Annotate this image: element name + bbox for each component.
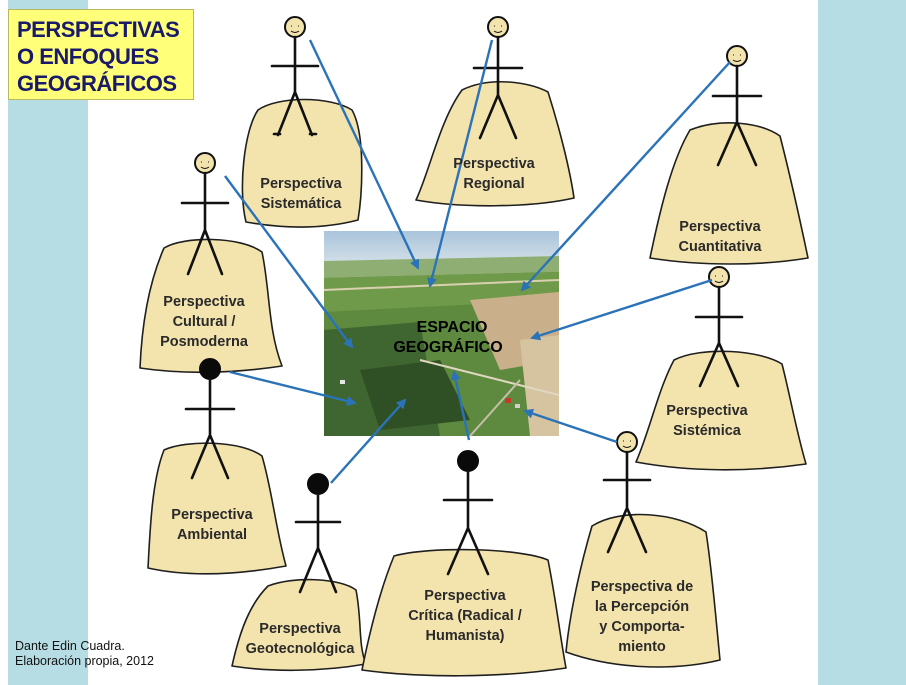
label-line: Humanista)	[426, 628, 505, 644]
person-sistematica	[270, 16, 320, 137]
label-sistematica: Perspectiva Sistemática	[260, 176, 342, 212]
label-line: Regional	[463, 176, 524, 192]
label-ambiental: Perspectiva Ambiental	[171, 507, 253, 543]
arrow-percepcion	[523, 408, 618, 444]
label-line: Cuantitativa	[679, 239, 763, 255]
person-percepcion	[602, 431, 652, 554]
arrow-sistematica	[308, 39, 420, 270]
arrow-regional	[427, 39, 494, 288]
person-cuantitativa	[711, 45, 763, 167]
title-line: PERSPECTIVAS	[17, 17, 180, 42]
label-line: Perspectiva	[424, 588, 506, 604]
label-line: y Comporta-	[599, 619, 685, 635]
label-line: Posmoderna	[160, 334, 249, 350]
person-ambiental	[184, 358, 236, 480]
arrow-critica	[450, 370, 471, 441]
person-regional	[472, 16, 524, 140]
arrow-cultural	[224, 175, 354, 349]
label-cuantitativa: Perspectiva Cuantitativa	[679, 219, 763, 255]
title-line: GEOGRÁFICOS	[17, 71, 177, 96]
label-line: Perspectiva	[666, 403, 748, 419]
label-line: Sistémica	[673, 423, 742, 439]
hill-ambiental	[147, 442, 287, 575]
arrow-cuantitativa	[520, 61, 731, 292]
person-cultural	[180, 152, 230, 276]
label-line: Crítica (Radical /	[408, 608, 522, 624]
hill-regional	[415, 80, 575, 207]
author-credit: Dante Edin Cuadra. Elaboración propia, 2…	[15, 639, 154, 669]
label-line: Perspectiva de	[591, 579, 693, 595]
label-sistemica: Perspectiva Sistémica	[666, 403, 748, 439]
person-geotecnologica	[294, 473, 342, 594]
person-critica	[442, 450, 494, 576]
label-line: Perspectiva	[260, 176, 342, 192]
label-geotecnologica: Perspectiva Geotecnológica	[246, 621, 356, 657]
arrow-ambiental	[229, 370, 357, 406]
label-line: Perspectiva	[163, 294, 245, 310]
label-line: Sistemática	[261, 196, 343, 212]
center-label-line: GEOGRÁFICO	[393, 337, 502, 356]
label-line: Perspectiva	[259, 621, 341, 637]
label-line: miento	[618, 639, 666, 655]
label-critica: Perspectiva Crítica (Radical / Humanista…	[408, 588, 522, 644]
credit-line: Dante Edin Cuadra.	[15, 639, 125, 653]
hill-geotecnologica	[231, 578, 367, 672]
right-side-band	[818, 0, 906, 685]
title-line: O ENFOQUES	[17, 44, 159, 69]
credit-line: Elaboración propia, 2012	[15, 654, 154, 668]
aerial-photo: ESPACIO GEOGRÁFICO	[323, 231, 560, 437]
label-line: Ambiental	[177, 527, 247, 543]
label-line: Cultural /	[173, 314, 236, 330]
hill-sistemica	[635, 350, 807, 471]
title-box: PERSPECTIVAS O ENFOQUES GEOGRÁFICOS	[8, 9, 194, 100]
label-line: la Percepción	[595, 599, 689, 615]
hill-sistematica	[241, 98, 363, 228]
label-regional: Perspectiva Regional	[453, 156, 535, 192]
center-label-line: ESPACIO	[417, 319, 488, 336]
label-line: Perspectiva	[453, 156, 535, 172]
arrow-sistemica	[530, 278, 713, 341]
label-percepcion: Perspectiva de la Percepción y Comporta-…	[591, 579, 693, 655]
hill-cuantitativa	[649, 122, 809, 265]
hill-percepcion	[565, 513, 721, 668]
label-line: Perspectiva	[171, 507, 253, 523]
person-sistemica	[694, 266, 744, 388]
label-line: Geotecnológica	[246, 641, 356, 657]
label-line: Perspectiva	[679, 219, 761, 235]
label-cultural: Perspectiva Cultural / Posmoderna	[160, 294, 249, 350]
arrow-geotecnologica	[330, 398, 407, 484]
left-side-band	[8, 0, 88, 685]
hill-critica	[361, 548, 567, 677]
